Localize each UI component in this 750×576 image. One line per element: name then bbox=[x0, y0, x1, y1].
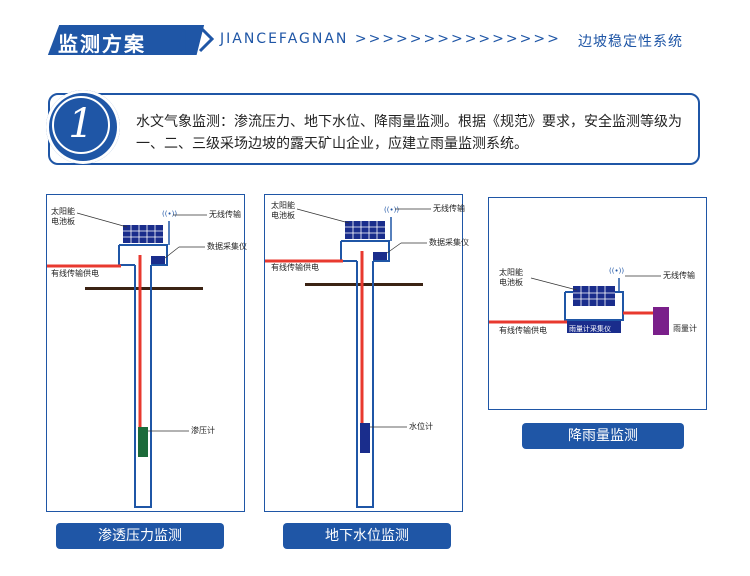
power-label: 有线传输供电 bbox=[51, 269, 99, 278]
header-pinyin: JIANCEFAGNAN >>>>>>>>>>>>>>> bbox=[220, 31, 561, 47]
housing-box bbox=[564, 291, 624, 321]
power-label: 有线传输供电 bbox=[499, 326, 547, 335]
sensor-label: 渗压计 bbox=[191, 426, 215, 435]
rain-gauge bbox=[653, 307, 669, 335]
header-subtitle: 边坡稳定性系统 bbox=[578, 34, 683, 50]
number-badge-text: 1 bbox=[68, 101, 94, 147]
solar-panel bbox=[573, 286, 615, 306]
solar-panel bbox=[345, 221, 385, 239]
power-label: 有线传输供电 bbox=[271, 263, 319, 272]
signal-icon: ((•)) bbox=[609, 267, 624, 275]
solar-label: 太阳能 电池板 bbox=[499, 268, 523, 287]
collector-label: 数据采集仪 bbox=[207, 242, 247, 251]
data-collector bbox=[373, 252, 387, 260]
groundwater-diagram: ((•)) bbox=[265, 206, 431, 508]
data-collector bbox=[151, 256, 165, 264]
panel-seepage: ((•)) 太阳能 电池板 无线传输 数据采集仪 有线传输供电 渗压计 bbox=[46, 194, 247, 512]
borehole-outline bbox=[356, 261, 374, 508]
panel-groundwater: ((•)) 太阳能 电池板 无线传输 数据采集仪 有线传输供电 水位计 bbox=[264, 194, 469, 512]
header-title: 监测方案 bbox=[58, 32, 146, 56]
intro-text: 水文气象监测：渗流压力、地下水位、降雨量监测。根据《规范》要求，安全监测等级为一… bbox=[136, 114, 682, 152]
caption-seepage: 渗透压力监测 bbox=[56, 523, 224, 549]
collector-label: 雨量计采集仪 bbox=[569, 325, 611, 333]
rainfall-diagram: ((•)) bbox=[489, 267, 669, 335]
collector-label: 数据采集仪 bbox=[429, 238, 469, 247]
caption-rainfall: 降雨量监测 bbox=[522, 423, 684, 449]
solar-label: 太阳能 电池板 bbox=[271, 201, 295, 220]
rain-collector bbox=[567, 321, 621, 333]
wireless-label: 无线传输 bbox=[209, 210, 241, 219]
signal-icon: ((•)) bbox=[384, 206, 399, 214]
seepage-sensor bbox=[138, 427, 148, 457]
chevron-right-icon bbox=[198, 25, 215, 53]
wireless-label: 无线传输 bbox=[663, 271, 695, 280]
ground-line bbox=[85, 287, 203, 290]
caption-groundwater: 地下水位监测 bbox=[283, 523, 451, 549]
sensor-label: 水位计 bbox=[409, 422, 433, 431]
solar-panel bbox=[123, 225, 163, 243]
ground-line bbox=[305, 283, 423, 286]
borehole-outline bbox=[134, 265, 152, 508]
solar-label: 太阳能 电池板 bbox=[51, 207, 75, 226]
wireless-label: 无线传输 bbox=[433, 204, 465, 213]
water-level-sensor bbox=[360, 423, 370, 453]
seepage-diagram: ((•)) bbox=[47, 210, 207, 508]
rain-gauge-label: 雨量计 bbox=[673, 324, 697, 333]
number-badge-ring bbox=[52, 96, 110, 154]
header-title-banner bbox=[47, 24, 205, 56]
panel-rainfall: ((•)) 太阳能 电池板 无线传输 雨量计采集仪 有线传输供电 雨量计 bbox=[488, 197, 707, 410]
signal-icon: ((•)) bbox=[162, 210, 177, 218]
